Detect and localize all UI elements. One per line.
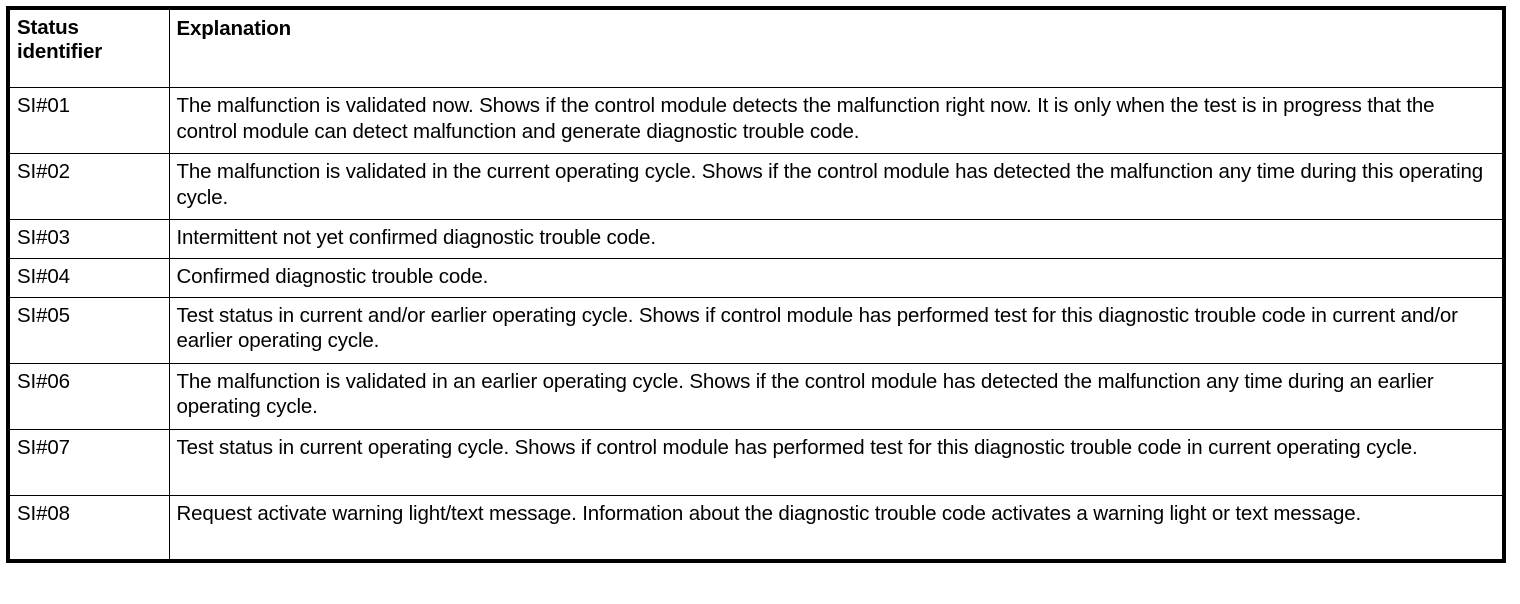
table-row: SI#08 Request activate warning light/tex… <box>7 494 1505 562</box>
status-identifier-table: Status identifier Explanation SI#01 The … <box>6 6 1506 564</box>
table-row: SI#06 The malfunction is validated in an… <box>7 362 1505 430</box>
table-row: SI#01 The malfunction is validated now. … <box>7 87 1505 154</box>
status-identifier-cell: SI#01 <box>7 87 170 154</box>
explanation-cell: Confirmed diagnostic trouble code. <box>168 257 1505 298</box>
table-row: SI#02 The malfunction is validated in th… <box>7 153 1505 220</box>
explanation-cell: Test status in current operating cycle. … <box>168 428 1505 496</box>
table-row: SI#05 Test status in current and/or earl… <box>7 296 1505 364</box>
explanation-cell: The malfunction is validated now. Shows … <box>168 87 1505 154</box>
explanation-cell: Intermittent not yet confirmed diagnosti… <box>168 219 1505 259</box>
status-identifier-cell: SI#08 <box>7 494 170 562</box>
explanation-cell: Request activate warning light/text mess… <box>168 494 1505 562</box>
explanation-cell: The malfunction is validated in an earli… <box>168 362 1505 430</box>
table-row: SI#03 Intermittent not yet confirmed dia… <box>7 219 1505 259</box>
status-identifier-cell: SI#03 <box>7 219 170 259</box>
table-row: SI#07 Test status in current operating c… <box>7 428 1505 496</box>
status-identifier-cell: SI#04 <box>7 257 170 298</box>
table-header-row: Status identifier Explanation <box>7 7 1505 88</box>
explanation-cell: Test status in current and/or earlier op… <box>168 296 1505 364</box>
column-header-explanation: Explanation <box>168 7 1505 88</box>
status-identifier-cell: SI#05 <box>7 296 170 364</box>
table-header: Status identifier Explanation <box>7 7 1505 88</box>
status-identifier-cell: SI#02 <box>7 153 170 220</box>
column-header-status-identifier: Status identifier <box>7 7 170 88</box>
status-identifier-cell: SI#07 <box>7 428 170 496</box>
table-body: SI#01 The malfunction is validated now. … <box>7 87 1505 562</box>
table-row: SI#04 Confirmed diagnostic trouble code. <box>7 257 1505 298</box>
explanation-cell: The malfunction is validated in the curr… <box>168 153 1505 220</box>
status-identifier-cell: SI#06 <box>7 362 170 430</box>
